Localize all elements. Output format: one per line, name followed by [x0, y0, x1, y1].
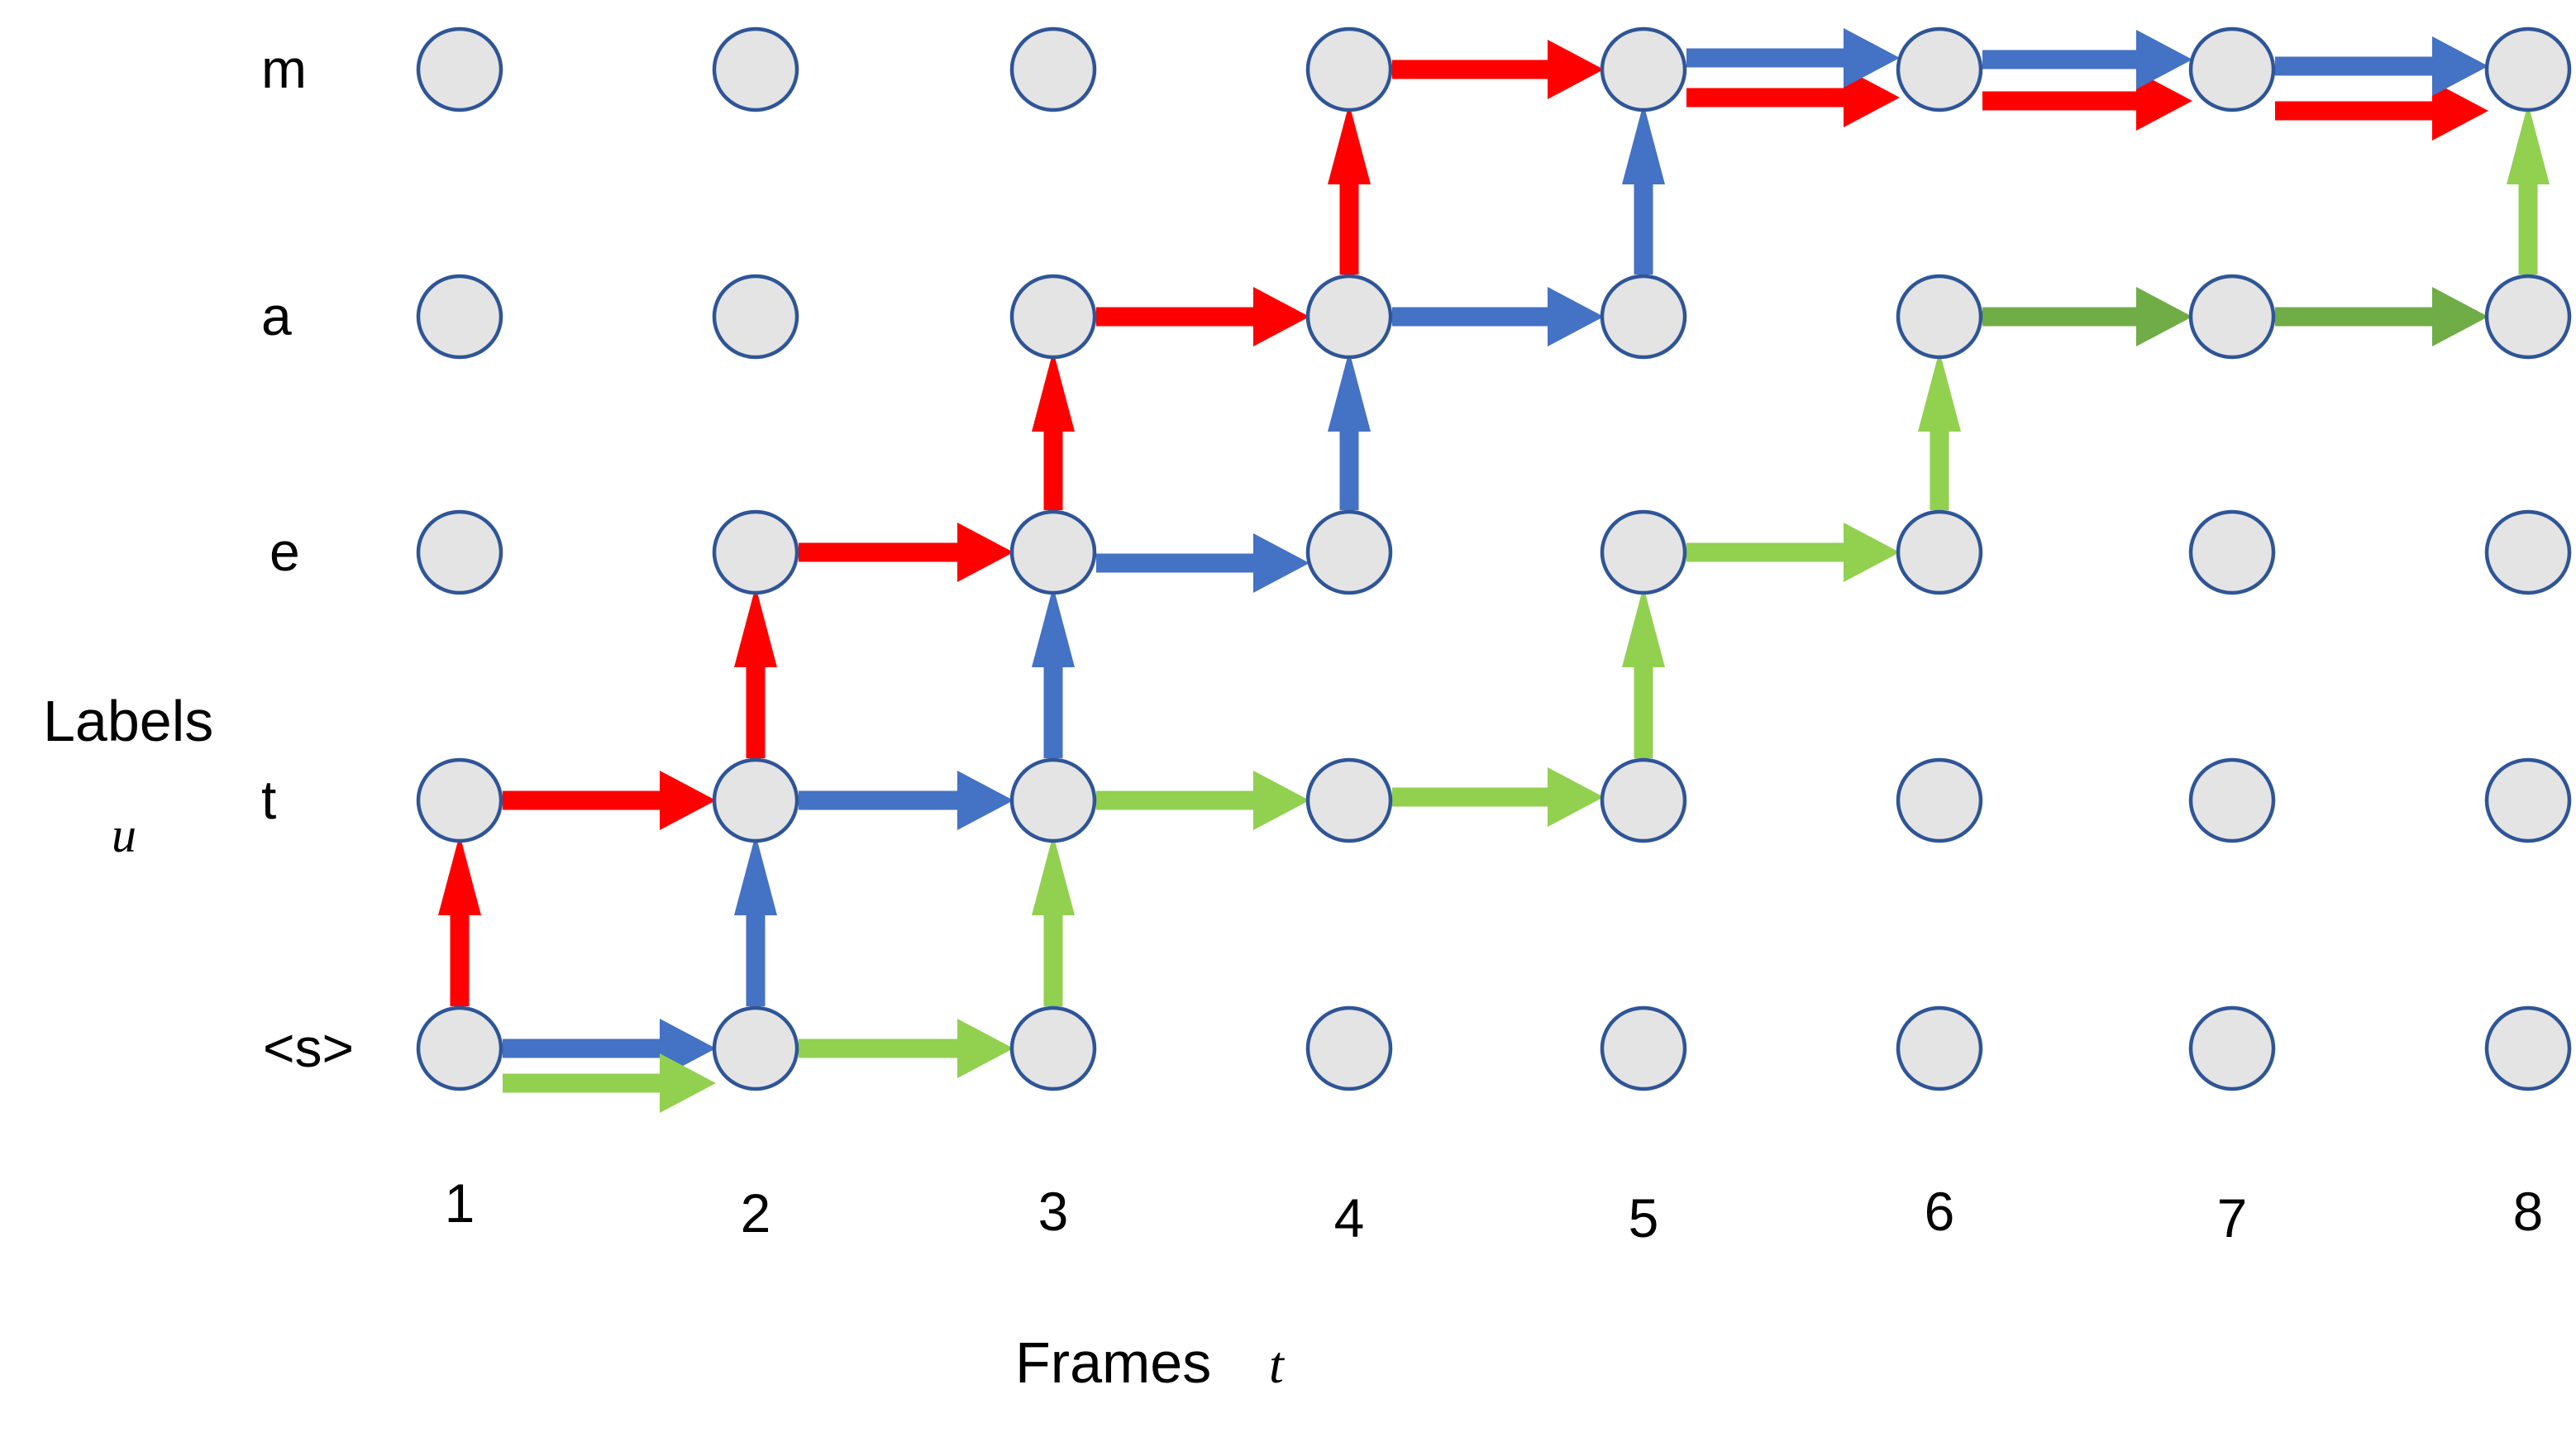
label-token: a	[261, 285, 292, 346]
green-arrow-right	[1096, 771, 1309, 830]
x-axis-title: Frames	[1015, 1330, 1211, 1395]
frame-number: 1	[445, 1172, 475, 1234]
blue-arrow-up	[1328, 351, 1371, 510]
green-arrow-right	[799, 1019, 1014, 1078]
lattice-node	[1009, 274, 1097, 360]
frame-number: 7	[2217, 1187, 2248, 1249]
blue-arrow-right	[1982, 30, 2192, 89]
lattice-node	[416, 1005, 503, 1091]
frame-number: 3	[1038, 1181, 1069, 1242]
red-arrow-right	[1982, 71, 2192, 131]
blue-arrow-up	[1032, 586, 1075, 758]
frame-number: 6	[1925, 1181, 1955, 1242]
red-arrow-right	[1392, 40, 1604, 99]
x-axis-symbol: t	[1269, 1335, 1286, 1394]
red-arrow-up	[1032, 351, 1075, 510]
red-path	[438, 40, 2488, 1006]
lattice-node	[2188, 509, 2276, 595]
lattice-node	[2188, 1005, 2276, 1091]
label-token: t	[261, 769, 276, 830]
lattice-node	[712, 1005, 799, 1091]
frame-number: 5	[1629, 1187, 1659, 1249]
green-arrow-up	[1918, 351, 1961, 510]
lattice-node	[712, 509, 799, 595]
lattice-node	[2484, 274, 2572, 360]
blue-arrow-right	[1686, 28, 1900, 88]
lattice-node	[1305, 274, 1393, 360]
lattice-node	[1009, 757, 1097, 843]
lattice-node	[1009, 1005, 1097, 1091]
lattice-node	[416, 274, 503, 360]
lattice-node	[416, 509, 503, 595]
alignment-paths	[438, 28, 2550, 1113]
lattice-node	[1600, 757, 1687, 843]
lattice-node	[2484, 1005, 2572, 1091]
label-token: m	[261, 38, 307, 99]
lattice-node	[2188, 274, 2276, 360]
red-arrow-right	[503, 771, 716, 830]
lattice-node	[2188, 26, 2276, 112]
red-arrow-right	[1096, 287, 1309, 346]
lattice-node	[1009, 509, 1097, 595]
lattice-node	[1600, 509, 1687, 595]
blue-arrow-right	[1096, 533, 1309, 593]
lattice-node	[1305, 26, 1393, 112]
green-path	[503, 103, 2550, 1113]
lattice-node	[1896, 26, 1983, 112]
lattice-node	[416, 26, 503, 112]
label-axis-ticks: <s> t e a m	[261, 38, 354, 1078]
green-arrow-up	[2507, 103, 2550, 275]
blue-arrow-right	[799, 771, 1014, 830]
lattice-node	[1600, 274, 1687, 360]
lattice-node	[2188, 757, 2276, 843]
lattice-node	[1896, 757, 1983, 843]
blue-arrow-right	[2275, 36, 2488, 96]
green-arrow-right	[1982, 287, 2192, 346]
lattice-node	[1600, 1005, 1687, 1091]
green-arrow-right	[1392, 767, 1604, 827]
green-arrow-right	[503, 1053, 716, 1113]
red-arrow-up	[438, 834, 481, 1006]
green-arrow-right	[2275, 287, 2488, 346]
label-token: <s>	[263, 1017, 354, 1078]
lattice-node	[2484, 509, 2572, 595]
frame-number: 8	[2513, 1181, 2544, 1242]
lattice-nodes	[416, 26, 2572, 1091]
lattice-node	[1896, 1005, 1983, 1091]
frame-number: 2	[741, 1182, 771, 1244]
red-arrow-up	[1328, 103, 1371, 275]
red-arrow-right	[2275, 81, 2488, 141]
lattice-node	[1600, 26, 1687, 112]
frame-number: 4	[1334, 1187, 1365, 1249]
lattice-node	[712, 757, 799, 843]
lattice-node	[1009, 26, 1097, 112]
lattice-node	[2484, 757, 2572, 843]
red-arrow-right	[1686, 68, 1900, 127]
red-arrow-up	[734, 586, 777, 758]
lattice-node	[1896, 509, 1983, 595]
blue-arrow-right	[1392, 287, 1604, 346]
blue-arrow-up	[1622, 103, 1665, 275]
lattice-node	[2484, 26, 2572, 112]
y-axis-title: Labels	[43, 689, 213, 753]
lattice-node	[1305, 509, 1393, 595]
lattice-node	[712, 26, 799, 112]
green-arrow-up	[1622, 586, 1665, 758]
label-token: e	[270, 521, 300, 582]
blue-arrow-up	[734, 834, 777, 1006]
y-axis-symbol: u	[112, 808, 136, 862]
lattice-node	[1305, 1005, 1393, 1091]
green-arrow-right	[1686, 523, 1900, 582]
red-arrow-right	[799, 523, 1014, 582]
frame-axis-ticks: 1 2 3 4 5 6 7 8	[445, 1172, 2544, 1249]
lattice-node	[1305, 757, 1393, 843]
green-arrow-up	[1032, 834, 1075, 1006]
lattice-node	[1896, 274, 1983, 360]
lattice-node	[416, 757, 503, 843]
lattice-node	[712, 274, 799, 360]
